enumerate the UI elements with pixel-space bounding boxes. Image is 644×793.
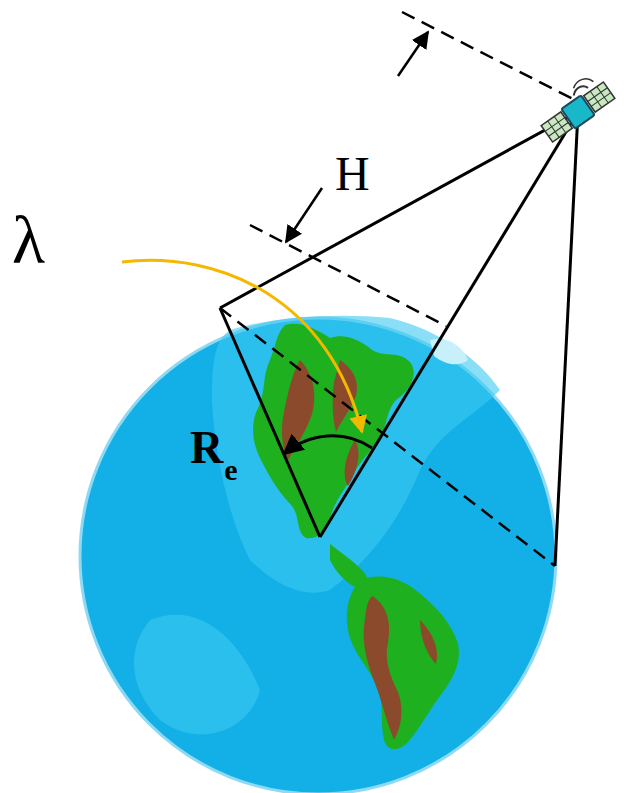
leader-arrow (122, 260, 362, 432)
greenland (430, 339, 468, 364)
angle-label: λ (12, 206, 45, 274)
dimension-arrow (286, 188, 322, 242)
height-label: H (335, 150, 370, 198)
radius-subscript: e (224, 455, 237, 485)
view-line (320, 112, 578, 537)
view-line (555, 112, 578, 566)
shallow-sea (134, 615, 260, 735)
south-america (347, 576, 459, 749)
radius-line (220, 308, 320, 537)
north-america (253, 324, 414, 539)
dashed-line (402, 12, 575, 100)
shallow-sea (212, 316, 500, 593)
angle-arc (284, 436, 372, 454)
satellite (533, 70, 616, 144)
radius-label: R (190, 425, 223, 471)
dashed-line (220, 308, 555, 566)
andes (364, 596, 437, 740)
mountains (282, 360, 359, 486)
view-line (220, 112, 578, 308)
dimension-arrow (398, 32, 428, 76)
